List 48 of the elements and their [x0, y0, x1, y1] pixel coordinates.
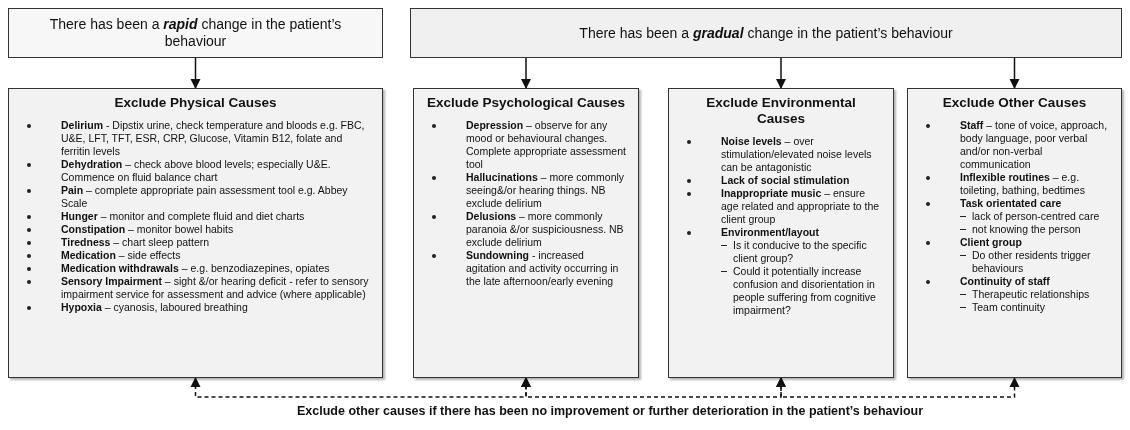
box-heading: Exclude Physical Causes	[113, 95, 278, 111]
causes-box	[413, 88, 639, 378]
causes-box	[8, 88, 383, 378]
list-item: lack of person-centred care	[972, 210, 1100, 222]
list-item: Therapeutic relationships	[972, 288, 1090, 300]
list-item: Medication – side effects	[61, 249, 181, 261]
situation-box	[410, 8, 1122, 58]
list-item: Tiredness – chart sleep pattern	[61, 236, 210, 248]
list-item: Lack of social stimulation	[721, 174, 850, 186]
list-item: Sundowning - increased agitation and activity occurring in the late afternoon/early evening	[466, 249, 619, 287]
list-item: Hallucinations – more commonly seeing&/or hearing things. NB exclude delirium	[466, 171, 625, 209]
list-item: Sensory Impairment – sight &/or hearing deficit - refer to sensory impairment service for assessment and advice (where applicable)	[61, 275, 369, 300]
situation-text: There has been a rapid change in the patient’s behaviour	[48, 16, 343, 50]
list-item: Do other residents trigger behaviours	[972, 249, 1091, 274]
list-item: Continuity of staff	[960, 275, 1050, 287]
list-item: Could it potentially increase confusion and disorientation in people suffering from cognitive impairment?	[733, 265, 876, 316]
box-heading: Exclude Environmental Causes	[705, 95, 857, 127]
list-item: Noise levels – over stimulation/elevated noise levels can be antagonistic	[721, 135, 872, 173]
footer-note: Exclude other causes if there has been no improvement or further deterioration in the patient’s behaviour	[295, 403, 925, 420]
situation-text: There has been a gradual change in the patient’s behaviour	[579, 24, 953, 42]
arrow	[1009, 57, 1020, 90]
list-item: Inflexible routines – e.g. toileting, bathing, bedtimes	[960, 171, 1085, 196]
list-item: Delusions – more commonly paranoia &/or suspiciousness. NB exclude delirium	[466, 210, 624, 248]
arrow	[775, 57, 787, 90]
list-item: Is it conducive to the specific client group?	[733, 239, 867, 264]
causes-box	[668, 88, 894, 378]
list-item: Environment/layout	[721, 226, 819, 238]
dashed-connector	[775, 376, 1020, 398]
list-item: Medication withdrawals – e.g. benzodiazepines, opiates	[61, 262, 330, 274]
list-item: Team continuity	[972, 301, 1045, 313]
list-item: Pain – complete appropriate pain assessment tool e.g. Abbey Scale	[61, 184, 348, 209]
list-item: Hunger – monitor and complete fluid and diet charts	[61, 210, 305, 222]
causes-box	[907, 88, 1122, 378]
list-item: Dehydration – check above blood levels; especially U&E. Commence on fluid balance chart	[61, 158, 331, 183]
situation-box	[8, 8, 383, 58]
box-heading: Exclude Psychological Causes	[426, 95, 626, 111]
list-item: Delirium - Dipstix urine, check temperature and bloods e.g. FBC, U&E, LFT, TFT, ESR, CRP, Glucose, Vitamin B12, folate and ferritin levels	[61, 119, 365, 157]
list-item: Task orientated care	[960, 197, 1062, 209]
box-heading: Exclude Other Causes	[941, 95, 1088, 111]
arrow	[520, 57, 532, 90]
list-item: Client group	[960, 236, 1022, 248]
list-item: Constipation – monitor bowel habits	[61, 223, 234, 235]
list-item: Inappropriate music – ensure age related and appropriate to the client group	[721, 187, 880, 225]
list-item: Depression – observe for any mood or behavioural changes. Complete appropriate assessment tool	[466, 119, 626, 170]
list-item: Hypoxia – cyanosis, laboured breathing	[61, 301, 248, 313]
list-item: not knowing the person	[972, 223, 1081, 235]
list-item: Staff – tone of voice, approach, body language, poor verbal and/or non-verbal communication	[960, 119, 1108, 170]
arrow	[190, 57, 201, 90]
